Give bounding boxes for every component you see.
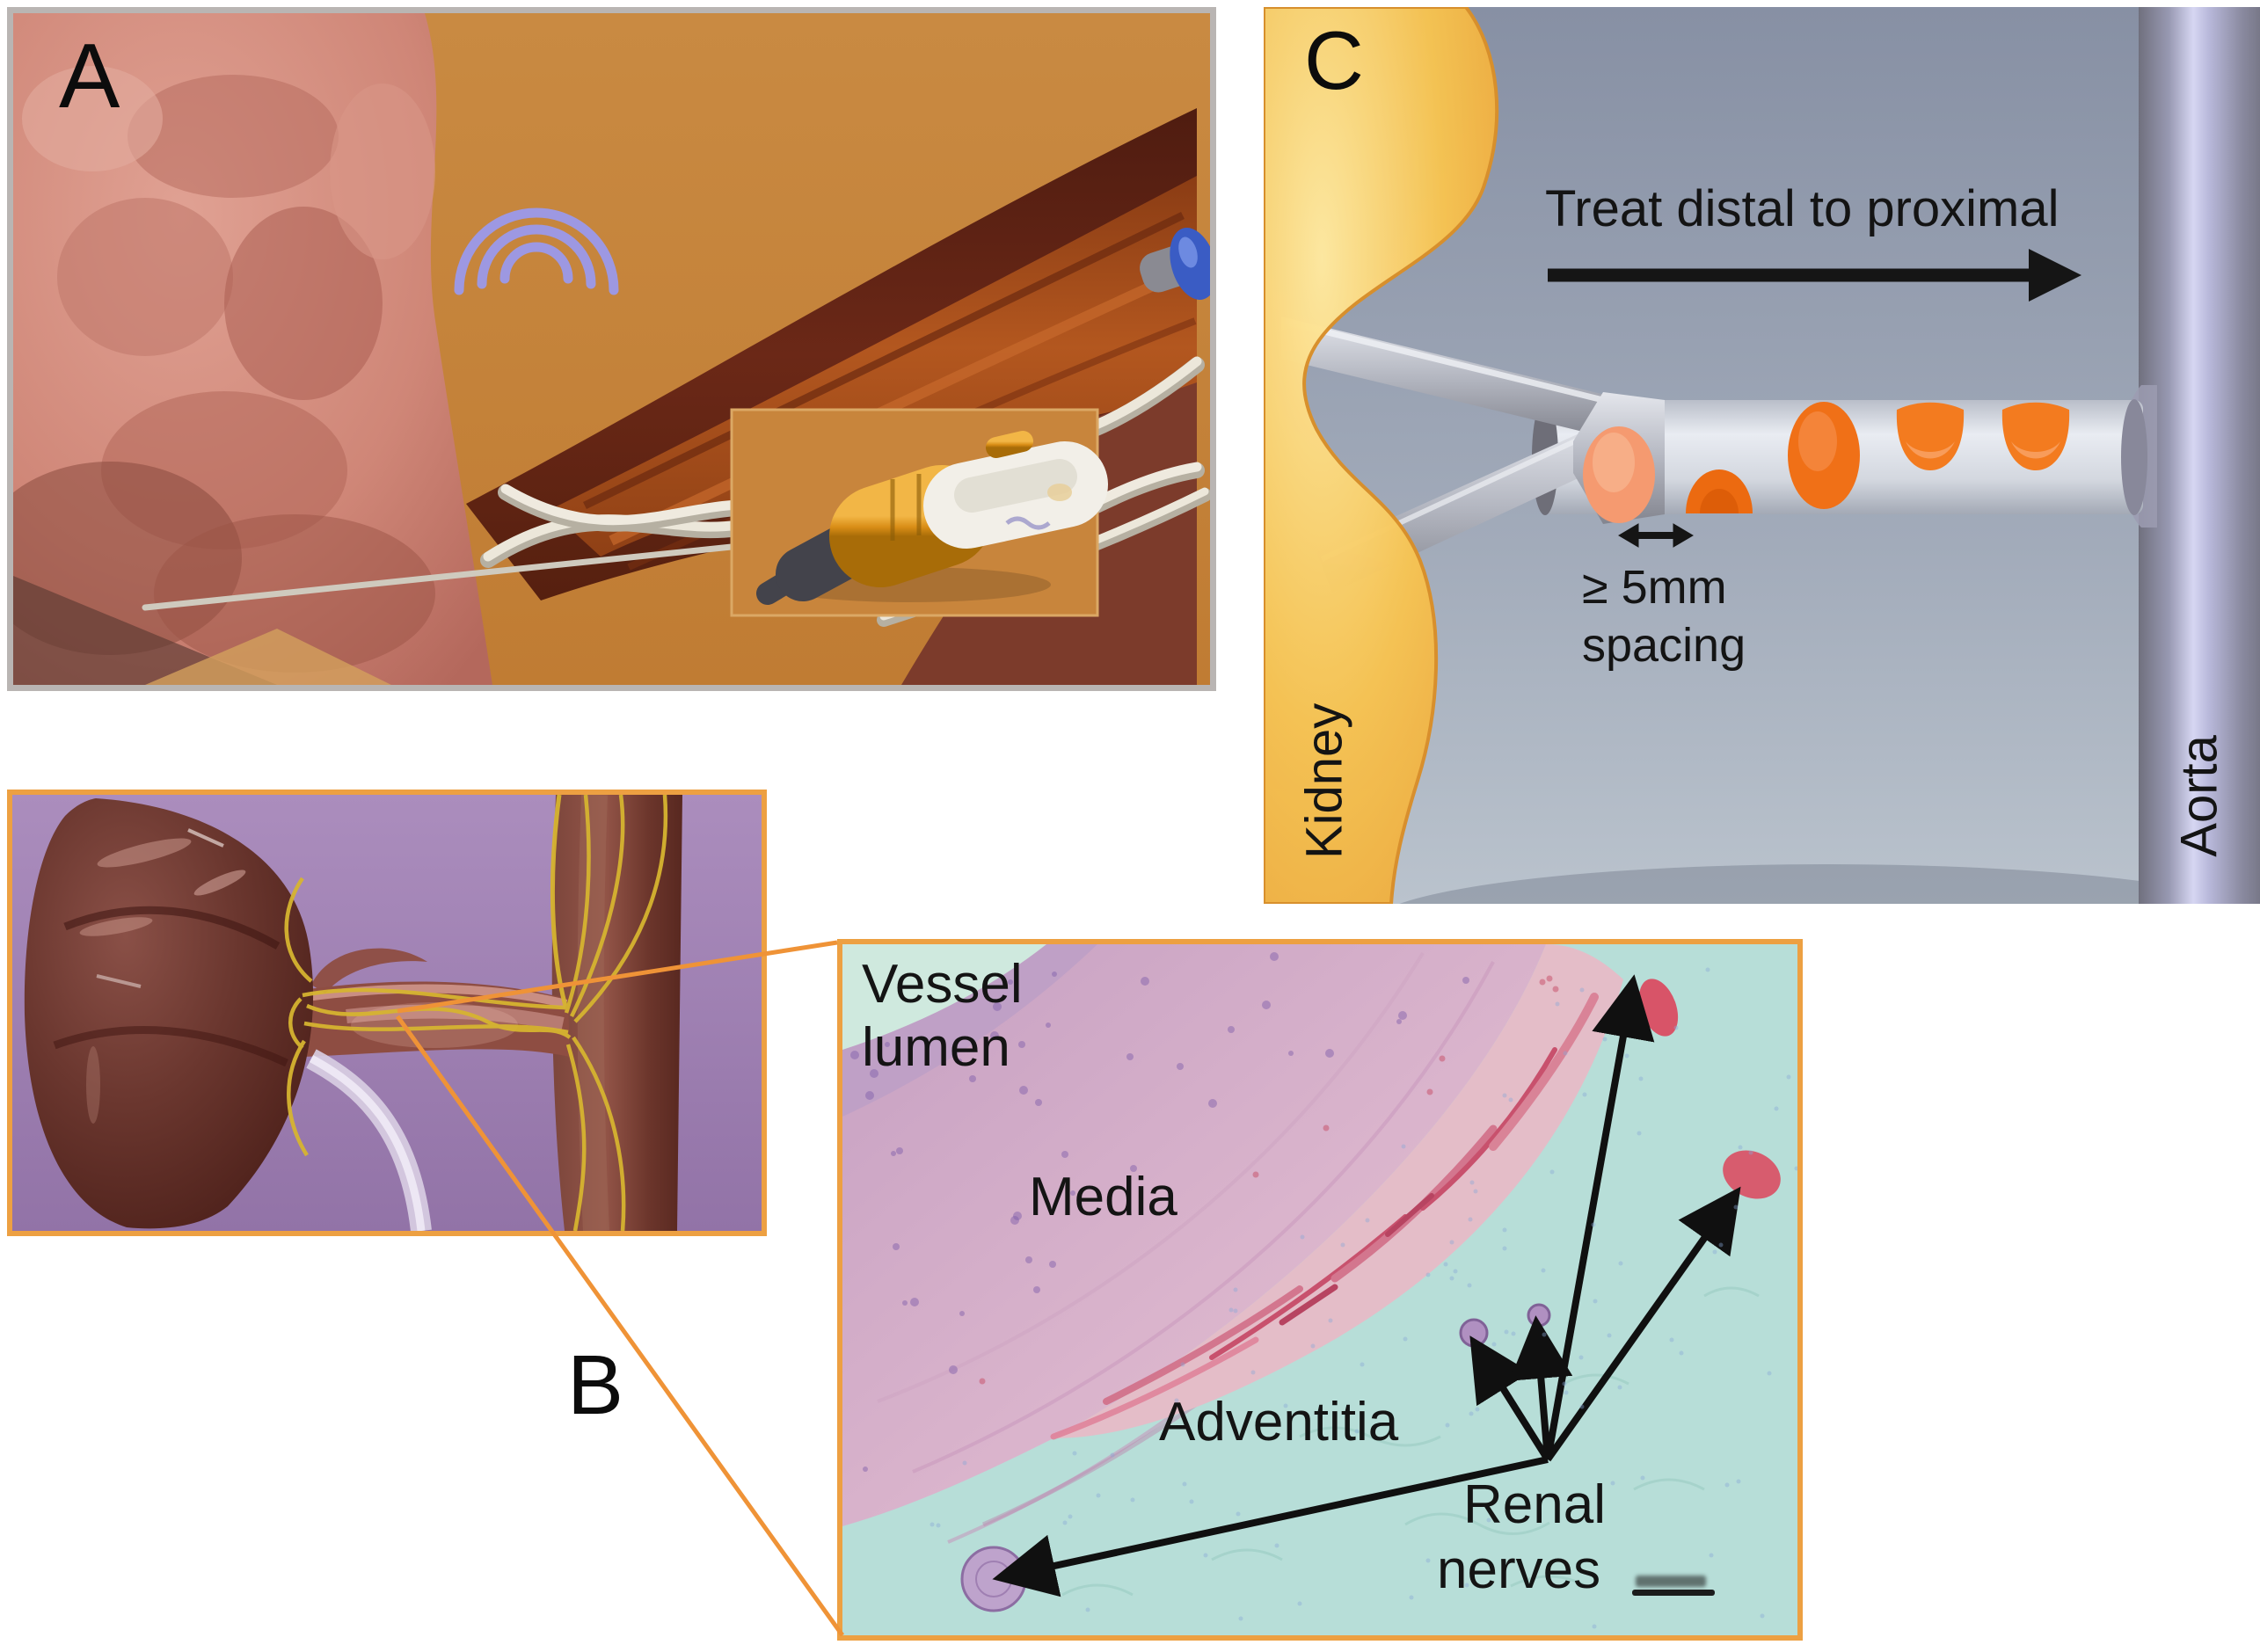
ablation-spot — [1583, 426, 1655, 523]
histology-art — [842, 944, 1797, 1635]
vessel-lumen-line1: Vessel — [862, 954, 1023, 1015]
spacing-line1: ≥ 5mm — [1582, 561, 1727, 614]
device-inset — [730, 408, 1108, 617]
ultrasound-waves-icon — [454, 207, 619, 295]
ablation-spot — [1686, 469, 1753, 513]
panel-a-label: A — [59, 25, 120, 127]
panel-c-diagram: Treat distal to proximal ≥ 5mm spacing K… — [1264, 7, 2260, 904]
spacing-text: ≥ 5mm spacing — [1582, 559, 1746, 675]
panel-b-label: B — [567, 1338, 624, 1432]
kidney-axis-label: Kidney — [1295, 702, 1353, 860]
renal-nerve-arrows — [992, 974, 1741, 1597]
kidney-organ — [24, 798, 314, 1229]
cell-nuclei-texture — [850, 952, 1797, 1629]
ablation-spot — [1896, 402, 1965, 470]
floor-shadow — [1399, 864, 2254, 904]
panel-c-art — [1264, 7, 2260, 904]
adventitia-label: Adventitia — [1159, 1392, 1399, 1452]
media-label: Media — [1029, 1167, 1177, 1227]
panel-b-art — [12, 795, 762, 1231]
renal-nerves-line1: Renal — [1463, 1474, 1606, 1535]
kidney-silhouette — [1264, 7, 1499, 904]
ablation-spot — [2001, 402, 2070, 470]
vessel-lumen-area — [842, 944, 1097, 1117]
spacing-double-arrow-icon — [1618, 523, 1694, 548]
catheter-tip-marker — [1140, 228, 1210, 300]
treat-direction-text: Treat distal to proximal — [1545, 180, 2060, 237]
treat-direction-arrow — [1548, 249, 2081, 302]
aorta-axis-label: Aorta — [2170, 735, 2228, 857]
vessel-lumen-line2: lumen — [862, 1016, 1010, 1078]
panel-a-illustration: A — [7, 7, 1216, 691]
spacing-line2: spacing — [1582, 618, 1746, 672]
ablation-lesions — [1583, 402, 2070, 523]
vessel-wall-adventitia — [1050, 944, 1623, 1440]
panel-a-art — [13, 13, 1210, 685]
renal-nerves-line2: nerves — [1437, 1539, 1601, 1600]
aorta-tube — [2139, 7, 2260, 904]
panel-c-label: C — [1304, 14, 1364, 106]
histology-panel: Vessel lumen Media Adventitia Renal nerv… — [837, 939, 1803, 1641]
panel-b-illustration — [7, 790, 767, 1236]
ablation-spot — [1788, 402, 1860, 509]
vessel-lumen-label: Vessel lumen — [862, 953, 1023, 1080]
scale-bar — [1632, 1590, 1715, 1596]
scale-bar-caption — [1636, 1576, 1706, 1587]
kidney-tissue-mass — [13, 13, 492, 685]
